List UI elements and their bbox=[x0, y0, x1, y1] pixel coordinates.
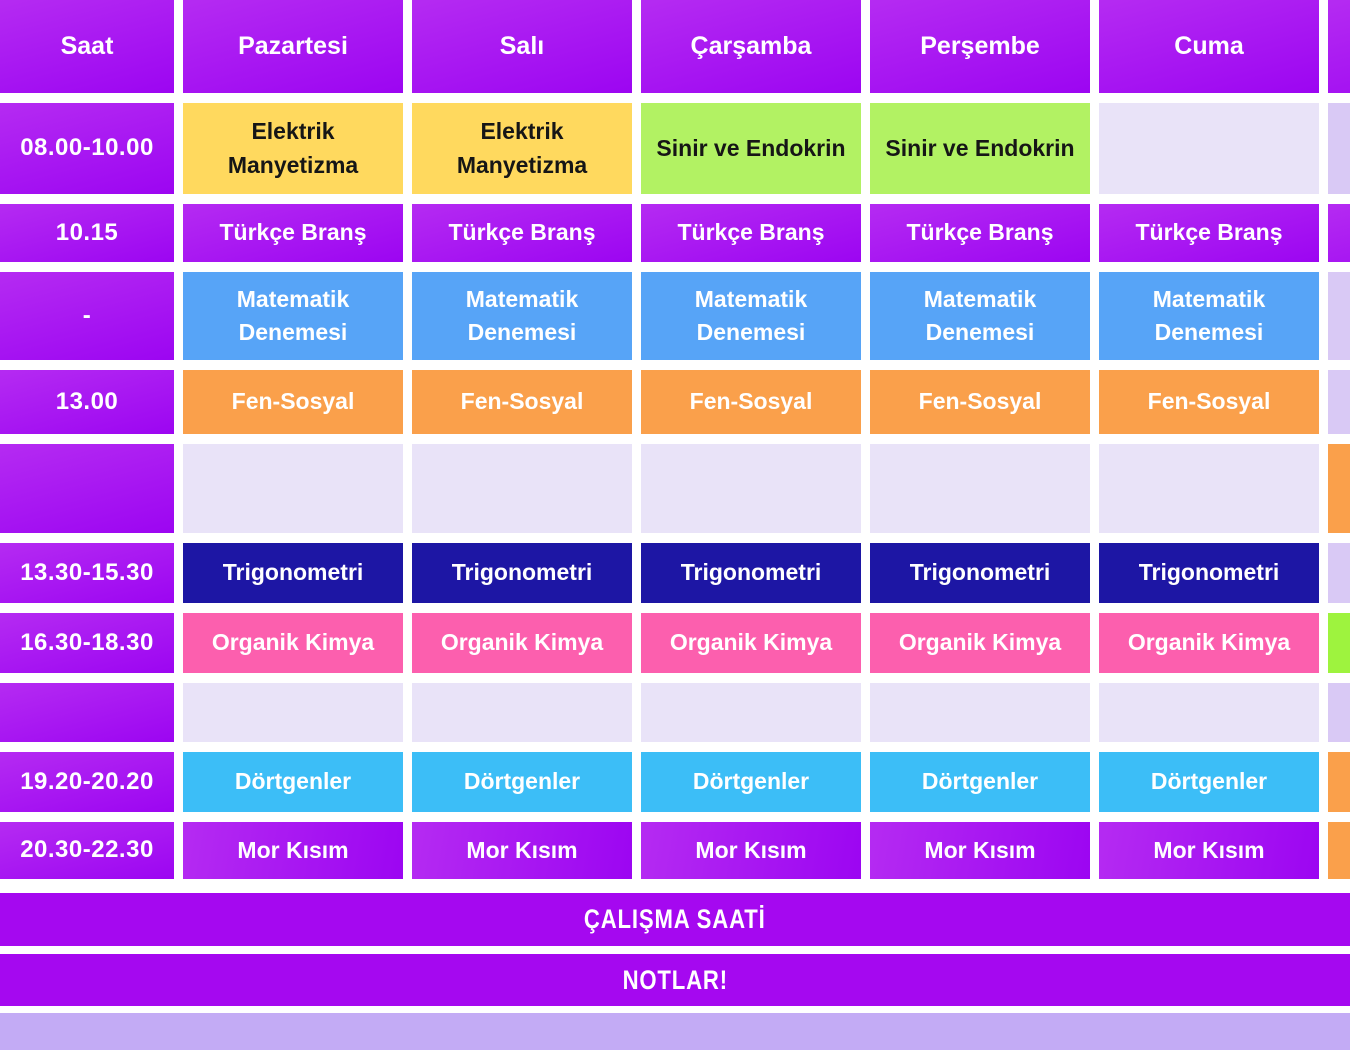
time-cell: 13.00 bbox=[0, 370, 174, 434]
time-cell: 20.30-22.30 bbox=[0, 822, 174, 879]
lesson-cell: Türkçe Branş bbox=[412, 204, 632, 262]
empty-cell bbox=[870, 444, 1090, 533]
day-header: Çarşamba bbox=[641, 0, 861, 93]
lesson-cell: Trigonometri bbox=[641, 543, 861, 603]
empty-cell bbox=[1099, 103, 1319, 194]
day-header: Salı bbox=[412, 0, 632, 93]
lesson-cell: Matematik Denemesi bbox=[183, 272, 403, 360]
notes-banner: NOTLAR! bbox=[0, 954, 1350, 1006]
partial-cell bbox=[1328, 272, 1350, 360]
lesson-cell: Organik Kimya bbox=[183, 613, 403, 673]
partial-cell bbox=[1328, 204, 1350, 262]
lesson-cell: Mor Kısım bbox=[412, 822, 632, 879]
lesson-cell: Türkçe Branş bbox=[1099, 204, 1319, 262]
day-header: Cuma bbox=[1099, 0, 1319, 93]
time-cell: 13.30-15.30 bbox=[0, 543, 174, 603]
lesson-cell: Elektrik Manyetizma bbox=[183, 103, 403, 194]
empty-cell bbox=[1099, 444, 1319, 533]
empty-cell bbox=[1099, 683, 1319, 742]
empty-cell bbox=[641, 444, 861, 533]
lesson-cell: Mor Kısım bbox=[183, 822, 403, 879]
lesson-cell: Türkçe Branş bbox=[641, 204, 861, 262]
lesson-cell: Dörtgenler bbox=[870, 752, 1090, 812]
time-cell: 10.15 bbox=[0, 204, 174, 262]
empty-cell bbox=[412, 683, 632, 742]
lesson-cell: Türkçe Branş bbox=[183, 204, 403, 262]
bottom-bar bbox=[0, 1013, 1350, 1050]
partial-cell bbox=[1328, 543, 1350, 603]
empty-cell bbox=[183, 683, 403, 742]
lesson-cell: Dörtgenler bbox=[641, 752, 861, 812]
study-hours-banner-label: ÇALIŞMA SAATİ bbox=[584, 904, 766, 934]
partial-cell bbox=[1328, 613, 1350, 673]
lesson-cell: Fen-Sosyal bbox=[870, 370, 1090, 434]
lesson-cell: Dörtgenler bbox=[412, 752, 632, 812]
lesson-cell: Matematik Denemesi bbox=[870, 272, 1090, 360]
lesson-cell: Fen-Sosyal bbox=[641, 370, 861, 434]
lesson-cell: Matematik Denemesi bbox=[412, 272, 632, 360]
lesson-cell: Matematik Denemesi bbox=[1099, 272, 1319, 360]
lesson-cell: Mor Kısım bbox=[870, 822, 1090, 879]
time-column-header: Saat bbox=[0, 0, 174, 93]
lesson-cell: Matematik Denemesi bbox=[641, 272, 861, 360]
lesson-cell: Sinir ve Endokrin bbox=[641, 103, 861, 194]
lesson-cell: Organik Kimya bbox=[870, 613, 1090, 673]
day-header: Pazartesi bbox=[183, 0, 403, 93]
empty-cell bbox=[870, 683, 1090, 742]
lesson-cell: Trigonometri bbox=[183, 543, 403, 603]
lesson-cell: Türkçe Branş bbox=[870, 204, 1090, 262]
lesson-cell: Mor Kısım bbox=[1099, 822, 1319, 879]
lesson-cell: Elektrik Manyetizma bbox=[412, 103, 632, 194]
lesson-cell: Organik Kimya bbox=[641, 613, 861, 673]
lesson-cell: Trigonometri bbox=[870, 543, 1090, 603]
time-cell-empty bbox=[0, 444, 174, 533]
lesson-cell: Dörtgenler bbox=[183, 752, 403, 812]
lesson-cell: Dörtgenler bbox=[1099, 752, 1319, 812]
partial-cell bbox=[1328, 370, 1350, 434]
lesson-cell: Fen-Sosyal bbox=[1099, 370, 1319, 434]
partial-cell bbox=[1328, 444, 1350, 533]
empty-cell bbox=[412, 444, 632, 533]
lesson-cell: Fen-Sosyal bbox=[183, 370, 403, 434]
lesson-cell: Trigonometri bbox=[412, 543, 632, 603]
day-header-partial bbox=[1328, 0, 1350, 93]
partial-cell bbox=[1328, 822, 1350, 879]
study-hours-banner: ÇALIŞMA SAATİ bbox=[0, 893, 1350, 946]
partial-cell bbox=[1328, 103, 1350, 194]
time-cell: 19.20-20.20 bbox=[0, 752, 174, 812]
time-cell-empty bbox=[0, 683, 174, 742]
empty-cell bbox=[641, 683, 861, 742]
lesson-cell: Trigonometri bbox=[1099, 543, 1319, 603]
lesson-cell: Organik Kimya bbox=[412, 613, 632, 673]
empty-cell bbox=[183, 444, 403, 533]
lesson-cell: Organik Kimya bbox=[1099, 613, 1319, 673]
lesson-cell: Fen-Sosyal bbox=[412, 370, 632, 434]
lesson-cell: Mor Kısım bbox=[641, 822, 861, 879]
lesson-cell: Sinir ve Endokrin bbox=[870, 103, 1090, 194]
notes-banner-label: NOTLAR! bbox=[622, 964, 728, 995]
time-cell: - bbox=[0, 272, 174, 360]
partial-cell bbox=[1328, 683, 1350, 742]
day-header: Perşembe bbox=[870, 0, 1090, 93]
time-cell: 16.30-18.30 bbox=[0, 613, 174, 673]
time-cell: 08.00-10.00 bbox=[0, 103, 174, 194]
partial-cell bbox=[1328, 752, 1350, 812]
